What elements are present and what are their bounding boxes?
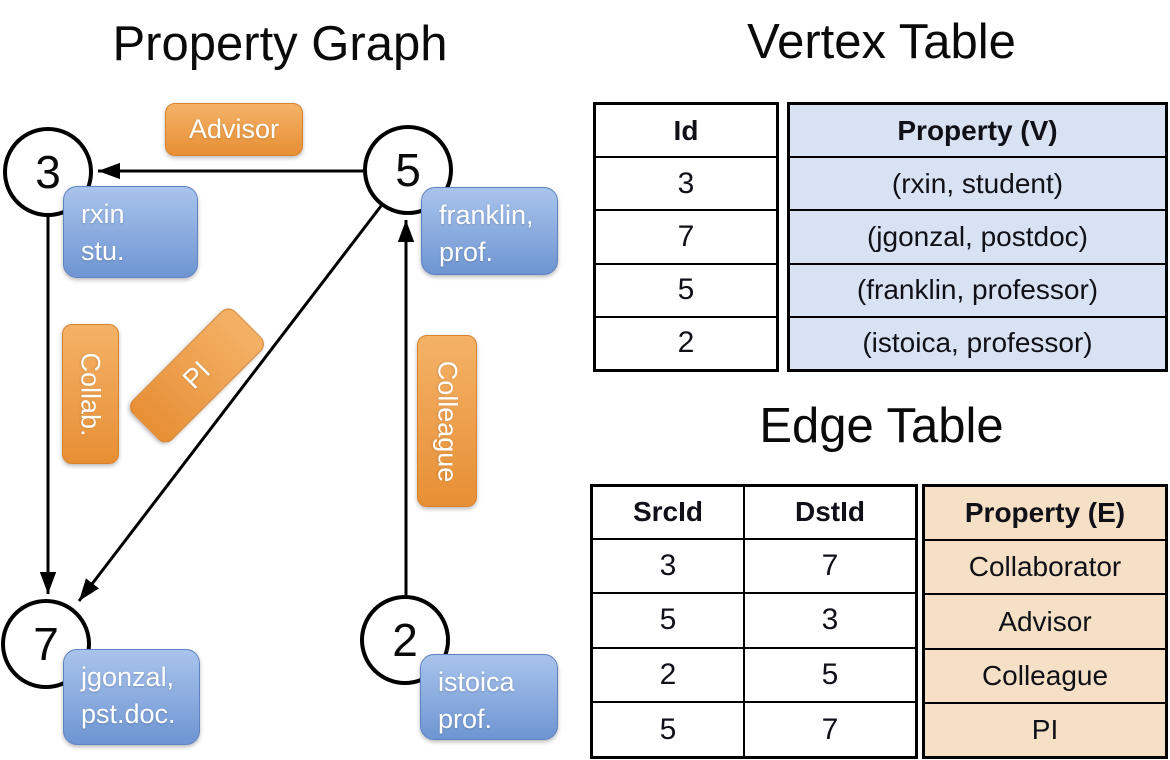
- edge-pi-5-to-7: [77, 205, 383, 602]
- edge-table-cell-srcid: 2: [593, 646, 743, 702]
- edge-label-text: Collab.: [76, 351, 107, 437]
- edge-label-text: Advisor: [188, 114, 280, 144]
- edge-table-property-column: Property (E) Collaborator Advisor Collea…: [922, 484, 1168, 759]
- edge-table-cell-property: Colleague: [925, 647, 1165, 702]
- edge-table-cell-dstid: 7: [743, 537, 915, 593]
- edge-label-text: Colleague: [432, 360, 463, 482]
- edge-label-text: PI: [177, 355, 217, 395]
- edge-label-collab: Collab.: [62, 324, 119, 464]
- node-7-id: 7: [33, 618, 59, 670]
- vertex-table-cell-id: 3: [596, 156, 776, 209]
- edge-table-cell-property: PI: [925, 701, 1165, 756]
- vertex-table-header-id: Id: [673, 114, 699, 146]
- edge-table-cell-property: Collaborator: [925, 539, 1165, 593]
- vertex-property-line: prof.: [439, 236, 494, 267]
- edge-table-cell-dstid: 3: [743, 592, 915, 647]
- node-5-id: 5: [395, 144, 421, 196]
- edge-table-header-srcid: SrcId: [632, 496, 704, 528]
- vertex-property-line: pst.doc.: [81, 698, 176, 729]
- vertex-table-cell-property: (istoica, professor): [790, 315, 1165, 369]
- vertex-table-cell-property: (rxin, student): [790, 156, 1165, 209]
- edge-table-cell-property: Advisor: [925, 593, 1165, 647]
- vertex-property-box-istoica: istoica prof.: [420, 654, 558, 740]
- node-3-id: 3: [35, 146, 61, 198]
- vertex-table-cell-id: 2: [596, 315, 776, 369]
- node-5: 5: [363, 125, 453, 215]
- vertex-property-box-franklin: franklin, prof.: [421, 187, 558, 275]
- node-2-id: 2: [392, 614, 418, 666]
- vertex-property-line: jgonzal,: [81, 662, 175, 692]
- vertex-table-cell-id: 5: [596, 262, 776, 316]
- graph-edges: [39, 162, 415, 602]
- node-2: 2: [360, 595, 450, 685]
- graph-title: Property Graph: [112, 17, 448, 71]
- vertex-table-property-column: Property (V) (rxin, student) (jgonzal, p…: [787, 102, 1168, 372]
- edge-label-colleague: Colleague: [417, 335, 477, 507]
- vertex-property-box-rxin: rxin stu.: [63, 186, 198, 278]
- vertex-property-line: prof.: [438, 703, 493, 734]
- vertex-property-line: franklin,: [439, 200, 534, 230]
- vertex-property-box-jgonzal: jgonzal, pst.doc.: [63, 649, 200, 745]
- edge-table-header-dstid: DstId: [743, 487, 915, 538]
- vertex-property-line: istoica: [438, 667, 515, 697]
- edge-label-advisor: Advisor: [165, 103, 303, 156]
- vertex-table-header-property: Property (V): [897, 114, 1058, 146]
- edge-table-cell-dstid: 7: [743, 701, 915, 756]
- vertex-property-line: rxin: [81, 199, 125, 229]
- edge-table-cell-dstid: 5: [743, 646, 915, 702]
- edge-table-header-property: Property (E): [964, 497, 1126, 529]
- vertex-table-cell-property: (franklin, professor): [790, 262, 1165, 316]
- vertex-table-cell-property: (jgonzal, postdoc): [790, 209, 1165, 262]
- edge-table-id-columns: SrcId DstId 3 7 5 3 2 5 5 7: [590, 484, 918, 759]
- vertex-table-id-column: Id 3 7 5 2: [593, 102, 779, 372]
- edge-table-cell-srcid: 3: [593, 537, 743, 593]
- edge-table-title: Edge Table: [759, 399, 1004, 453]
- edge-table-cell-srcid: 5: [593, 592, 743, 647]
- edge-table-cell-srcid: 5: [593, 701, 743, 756]
- vertex-table-title: Vertex Table: [747, 15, 1016, 69]
- vertex-property-line: stu.: [81, 235, 125, 266]
- vertex-table-cell-id: 7: [596, 209, 776, 262]
